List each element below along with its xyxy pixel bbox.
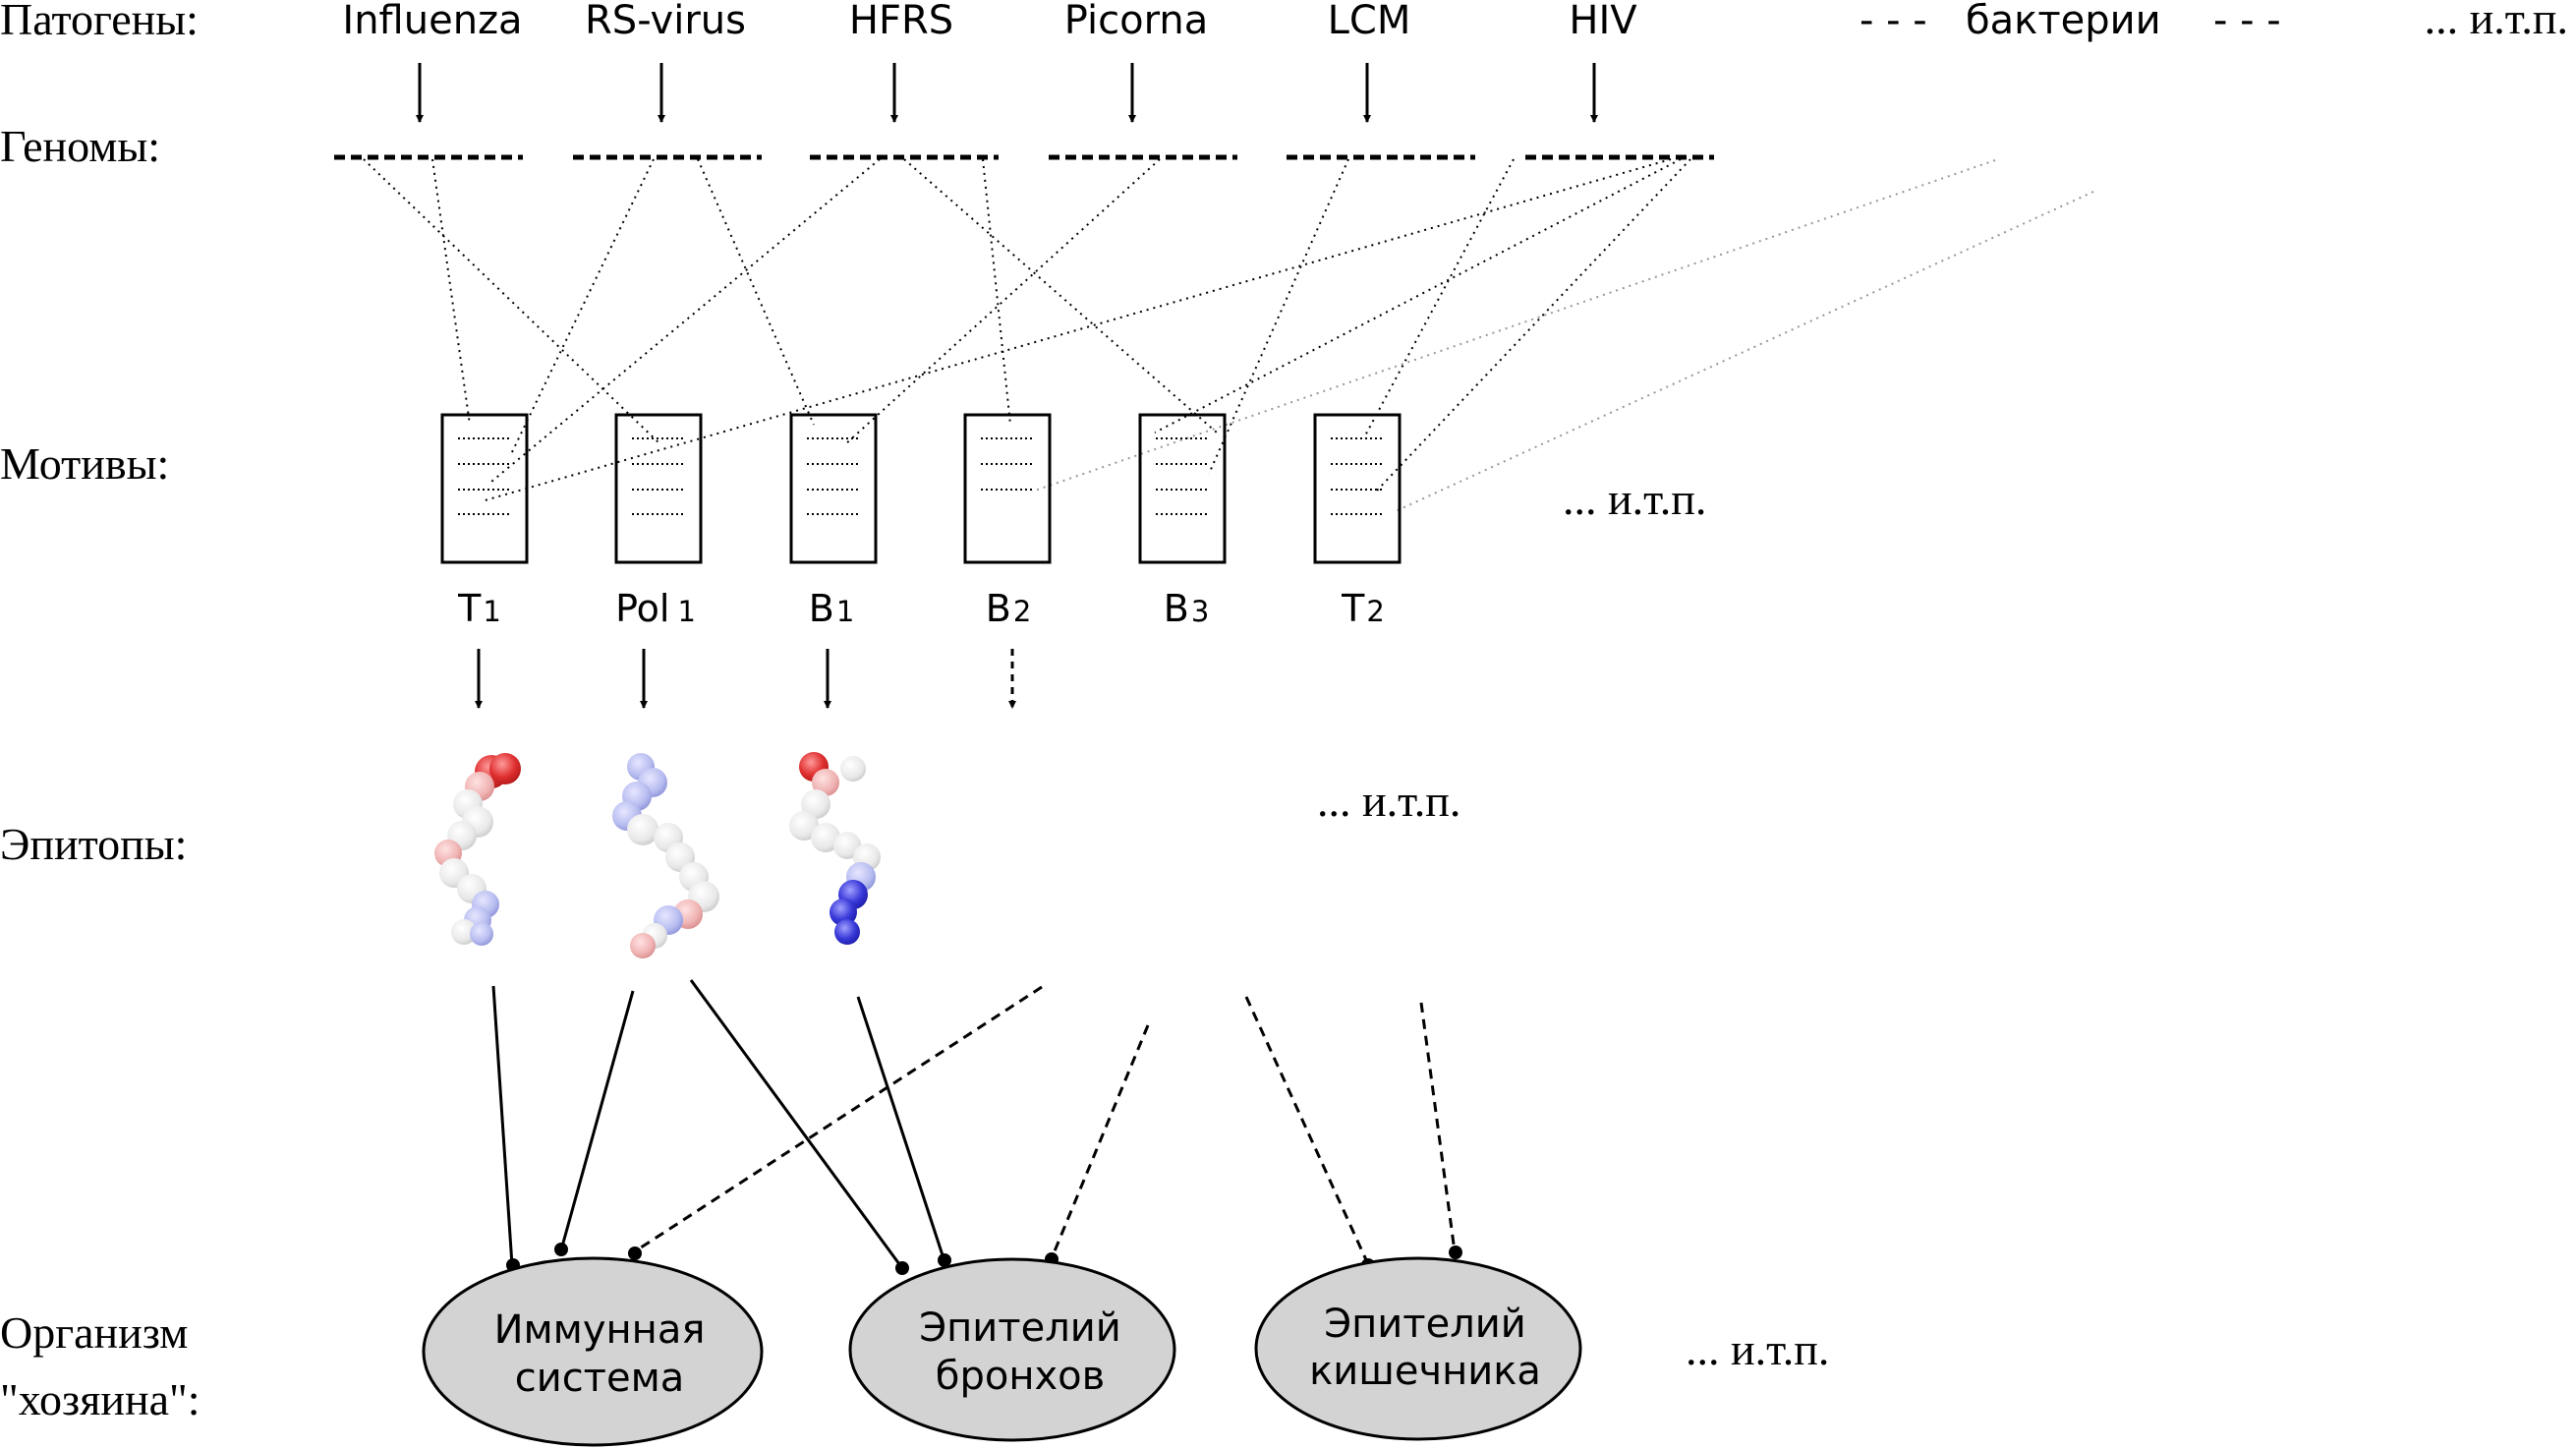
motif-box [1138, 413, 1227, 564]
endpoint-dot [1449, 1246, 1462, 1259]
motif-box [789, 413, 878, 564]
pathogen-arrows [416, 63, 1598, 123]
connection-line [1208, 158, 1349, 475]
connection-line [490, 158, 881, 483]
connection-line [689, 979, 904, 1269]
host-organ-label: Эпителий [919, 1305, 1121, 1351]
endpoint-dot [938, 1253, 951, 1267]
dashed-connection-line [1050, 1024, 1150, 1259]
epitope-molecule [789, 752, 881, 945]
motif-box [440, 413, 529, 564]
genome-motif-connections [363, 158, 1691, 502]
etc-motifs: ... и.т.п. [1563, 474, 1706, 524]
motif-label: T1 [457, 587, 501, 630]
host-organ-label: система [515, 1356, 685, 1401]
connection-line [982, 158, 1011, 426]
pathogen-name: LCM [1328, 0, 1411, 43]
host-organ-label: Иммунная [494, 1307, 706, 1353]
pathogen-name: Picorna [1064, 0, 1208, 43]
bacteria-label: бактерии [1966, 0, 2161, 43]
faded-connection-line [1031, 159, 1996, 493]
dashed-connection-line [1419, 1002, 1457, 1252]
dashed-connection-line [634, 985, 1043, 1253]
pathogen-name: RS-virus [585, 0, 746, 43]
connection-line [1154, 158, 1682, 434]
endpoint-dot [895, 1261, 909, 1275]
motif-box [614, 413, 703, 564]
motif-label: B2 [986, 587, 1032, 630]
motif-label: B3 [1164, 587, 1210, 630]
motif-label: T2 [1341, 587, 1385, 630]
connection-line [844, 158, 1161, 445]
row-label-epitopes: Эпитопы: [0, 819, 187, 869]
pathogen-name: HFRS [849, 0, 953, 43]
endpoint-dot [554, 1243, 568, 1256]
epitope-molecule [434, 753, 521, 946]
host-organ-label: кишечника [1309, 1349, 1541, 1394]
row-label-motifs: Мотивы: [0, 438, 169, 489]
etc-pathogens: ... и.т.п. [2425, 0, 2568, 43]
motif-label: B1 [809, 587, 855, 630]
etc-epitopes: ... и.т.п. [1317, 776, 1460, 826]
etc-host: ... и.т.п. [1686, 1324, 1829, 1374]
row-label-genomes: Геномы: [0, 121, 160, 171]
pathogen-name: Influenza [342, 0, 522, 43]
faded-connection-line [1395, 191, 2094, 512]
host-organ-intestinal: Эпителий кишечника [1254, 1256, 1582, 1441]
endpoint-dot [628, 1246, 642, 1260]
faded-connections [1031, 159, 2094, 512]
connection-line [481, 158, 1672, 502]
motif-boxes [440, 413, 1402, 564]
host-organ-bronchial: Эпителий бронхов [848, 1257, 1176, 1442]
connection-line [1375, 158, 1691, 493]
bacteria-dash-right: - - - [2213, 0, 2281, 43]
motif-arrows [475, 649, 1016, 709]
connection-line [856, 996, 945, 1259]
motif-box [963, 413, 1052, 564]
connection-line [697, 158, 815, 426]
connection-line [363, 158, 661, 445]
connection-line [560, 990, 635, 1247]
connection-line [903, 158, 1218, 434]
row-label-host-line2: "хозяина": [0, 1374, 200, 1424]
motif-box [1313, 413, 1402, 564]
connection-line [510, 158, 655, 455]
row-label-host-line1: Организм [0, 1307, 188, 1358]
connection-line [491, 985, 514, 1266]
pathogen-name: HIV [1569, 0, 1637, 43]
dashed-connection-line [1244, 996, 1370, 1265]
host-organ-label: бронхов [936, 1354, 1105, 1399]
epitope-molecule [612, 753, 719, 958]
dashed-host-connections [634, 985, 1457, 1265]
host-organ-label: Эпителий [1324, 1302, 1526, 1347]
connection-line [431, 158, 471, 426]
epitope-host-connections [491, 979, 945, 1269]
row-label-pathogens: Патогены: [0, 0, 199, 44]
connection-endpoints [506, 1243, 1462, 1275]
connection-line [1363, 158, 1515, 438]
bacteria-dash-left: - - - [1860, 0, 1927, 43]
host-organ-immune: Иммунная система [422, 1256, 764, 1447]
